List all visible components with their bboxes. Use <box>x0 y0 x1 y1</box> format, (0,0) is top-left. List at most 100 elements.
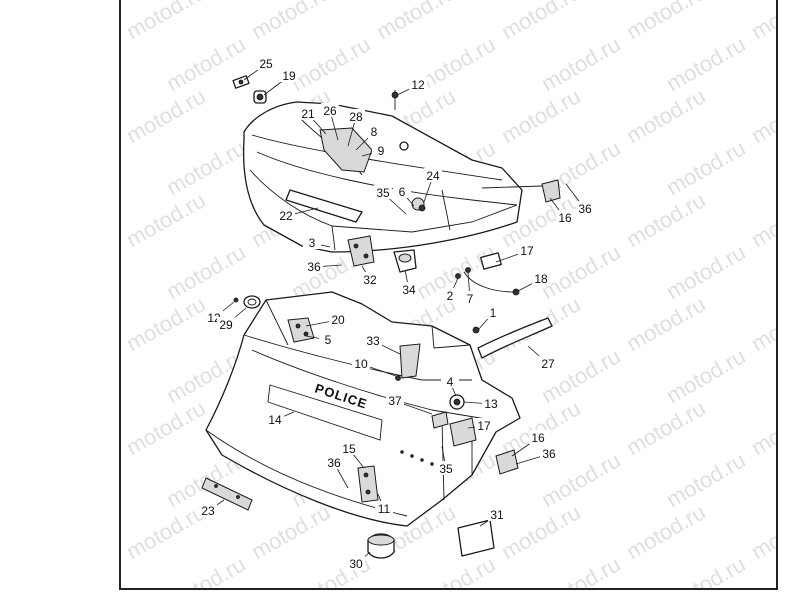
callout-backdrop <box>303 235 321 249</box>
watermark-text: motod.ru <box>122 499 210 564</box>
callout-number: 11 <box>378 502 391 516</box>
watermark-text: motod.ru <box>497 499 585 564</box>
watermark-text: motod.ru <box>537 551 625 590</box>
watermark-text: motod.ru <box>287 31 375 96</box>
watermark-text: motod.ru <box>747 187 778 252</box>
callout-backdrop <box>576 201 594 215</box>
gasket-22 <box>285 189 363 223</box>
callout-backdrop <box>299 106 317 120</box>
watermark-text: motod.ru <box>162 239 250 304</box>
callout-number: 7 <box>467 292 474 306</box>
watermark-text: motod.ru <box>747 291 778 356</box>
callout-backdrop <box>347 109 365 123</box>
callout-number: 28 <box>349 110 363 124</box>
watermark-text: motod.ru <box>622 395 710 460</box>
hinge-bracket-32 <box>347 235 375 267</box>
callout-number: 9 <box>378 144 385 158</box>
callout-backdrop <box>365 124 383 138</box>
watermark-text: motod.ru <box>622 187 710 252</box>
callout-number: 15 <box>342 442 356 456</box>
screw-12-top <box>391 90 399 110</box>
callout-backdrop <box>280 68 298 82</box>
watermark-text: motod.ru <box>162 551 250 590</box>
callout-backdrop <box>540 446 558 460</box>
callout-backdrop <box>437 461 455 475</box>
callout-number: 17 <box>477 419 491 433</box>
trim-strip-27 <box>477 317 553 359</box>
bracket-23 <box>201 477 253 511</box>
watermark-text: motod.ru <box>622 291 710 356</box>
callout-number: 35 <box>439 462 453 476</box>
callout-backdrop <box>347 556 365 570</box>
watermark-text: motod.ru <box>372 0 460 44</box>
watermark-text: motod.ru <box>412 551 500 590</box>
callout-backdrop <box>461 291 479 305</box>
callout-number: 32 <box>363 273 377 287</box>
callout-number: 1 <box>490 306 497 320</box>
callout-number: 16 <box>558 211 572 225</box>
callout-number: 36 <box>578 202 592 216</box>
callout-backdrop <box>529 430 547 444</box>
callout-number: 6 <box>399 185 406 199</box>
watermark-text: motod.ru <box>662 31 750 96</box>
callout-backdrop <box>340 441 358 455</box>
callout-number: 27 <box>541 357 555 371</box>
callout-backdrop <box>518 243 536 257</box>
watermark-text: motod.ru <box>537 31 625 96</box>
callout-backdrop <box>352 356 370 370</box>
callout-number: 30 <box>349 557 363 571</box>
callout-backdrop <box>361 272 379 286</box>
callout-number: 37 <box>388 394 402 408</box>
watermark-text: motod.ru <box>662 135 750 200</box>
callout-backdrop <box>539 356 557 370</box>
callout-number: 14 <box>268 413 282 427</box>
callout-backdrop <box>329 312 347 326</box>
callout-backdrop <box>372 143 390 157</box>
watermark-text: motod.ru <box>662 551 750 590</box>
watermark-text: motod.ru <box>497 83 585 148</box>
callout-number: 12 <box>411 78 425 92</box>
callout-backdrop <box>321 103 339 117</box>
watermark-text: motod.ru <box>622 0 710 44</box>
watermark-text: motod.ru <box>122 291 210 356</box>
screw-12-lower <box>233 297 239 303</box>
callout-backdrop <box>217 317 235 331</box>
callout-number: 26 <box>323 104 337 118</box>
callout-number: 19 <box>282 69 296 83</box>
callout-backdrop <box>386 393 404 407</box>
latch-16-lower <box>495 449 519 475</box>
callout-number: 24 <box>426 169 440 183</box>
callout-backdrop <box>475 418 493 432</box>
callout-backdrop <box>409 77 427 91</box>
callout-backdrop <box>277 208 295 222</box>
watermark-text: motod.ru <box>747 395 778 460</box>
callout-backdrop <box>532 271 550 285</box>
callout-backdrop <box>319 332 337 346</box>
tour-pak-lid <box>242 101 543 253</box>
callout-number: 4 <box>447 375 454 389</box>
label-31 <box>457 519 495 557</box>
callout-backdrop <box>199 503 217 517</box>
watermark-text: motod.ru <box>122 395 210 460</box>
watermark-text: motod.ru <box>537 343 625 408</box>
callout-backdrop <box>393 184 411 198</box>
callout-number: 36 <box>327 456 341 470</box>
callout-number: 35 <box>376 186 390 200</box>
watermark-text: motod.ru <box>122 187 210 252</box>
callout-number: 34 <box>402 283 416 297</box>
watermark-text: motod.ru <box>622 499 710 564</box>
callout-backdrop <box>325 455 343 469</box>
watermark-text: motod.ru <box>747 83 778 148</box>
watermark-text: motod.ru <box>122 83 210 148</box>
callout-number: 20 <box>331 313 345 327</box>
bumper-30 <box>367 533 395 559</box>
watermark-text: motod.ru <box>622 83 710 148</box>
callout-number: 18 <box>534 272 548 286</box>
callout-backdrop <box>488 507 506 521</box>
lid-stop-34 <box>393 249 417 273</box>
callout-number: 2 <box>447 289 454 303</box>
callout-number: 17 <box>520 244 534 258</box>
emblem-29 <box>243 295 261 309</box>
callout-number: 8 <box>371 125 378 139</box>
